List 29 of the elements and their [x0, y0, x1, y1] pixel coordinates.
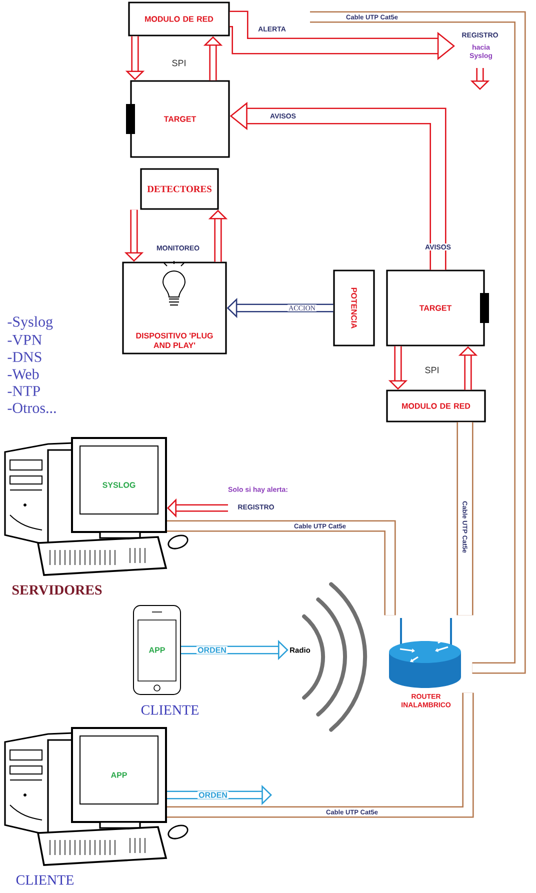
power-box: POTENCIA [333, 270, 375, 346]
computer-drawing: SYSLOG [4, 437, 188, 576]
node-label: APP [110, 772, 127, 778]
note-text: SPI [172, 60, 186, 66]
phone-drawing: APP [133, 605, 181, 695]
cable-channel [167, 692, 474, 818]
list-item: -DNS [8, 352, 42, 362]
node-label: SYSLOG [102, 482, 136, 488]
detector-box: DETECTORES [140, 168, 219, 210]
node-label: SERVIDORES [12, 585, 102, 595]
cable-channel [167, 520, 396, 616]
list-item: -NTP [8, 386, 40, 396]
device-box: DISPOSITIVO 'PLUG AND PLAY' [122, 262, 227, 354]
node-label: CLIENTE [16, 875, 74, 885]
module-box: MODULO DE RED [386, 390, 486, 422]
edge-label: ORDEN [196, 646, 228, 654]
target-box: TARGET [126, 80, 230, 158]
list-item: -VPN [8, 334, 42, 346]
note-text: SPI [425, 366, 438, 374]
computer-drawing: APP [4, 727, 188, 866]
cable-channel [456, 422, 474, 616]
list-item: -Web [8, 368, 39, 380]
module-box: MODULO DE RED [128, 2, 230, 36]
edge-label: ORDEN [198, 791, 228, 799]
list-item: -Syslog [8, 316, 53, 330]
cable-channel [310, 11, 526, 674]
node-label: CLIENTE [141, 705, 198, 715]
list-item: -Otros... [8, 402, 56, 414]
target-box: TARGET [386, 270, 489, 346]
